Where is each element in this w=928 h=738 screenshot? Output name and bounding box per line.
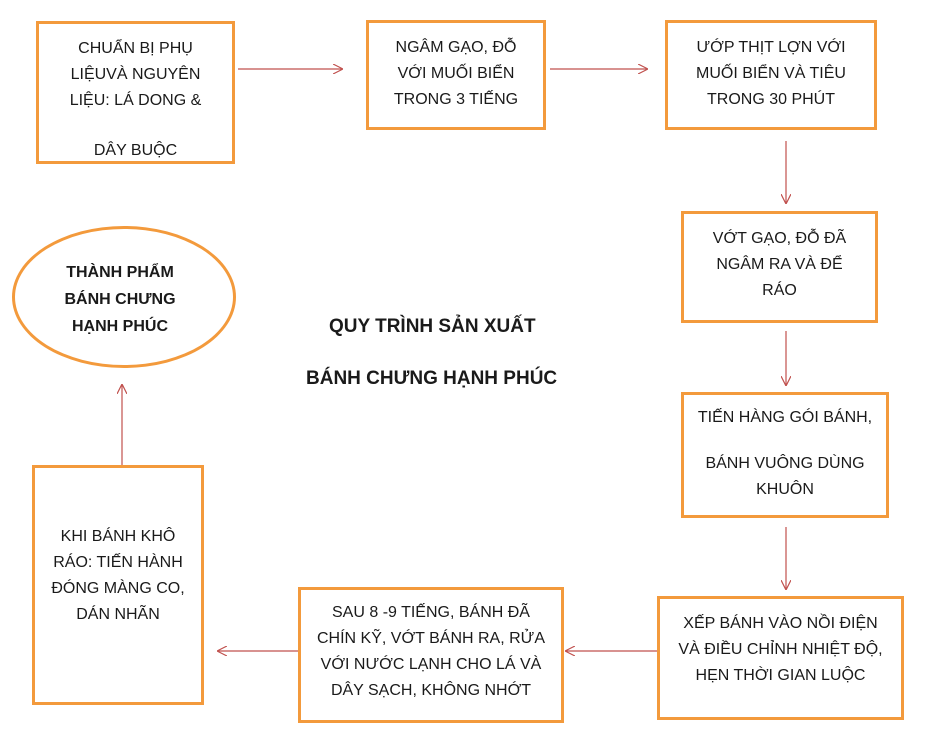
step-text: ƯỚP THỊT LỢN VỚI — [696, 39, 846, 56]
spacer — [684, 431, 886, 451]
step-boil-cake: XẾP BÁNH VÀO NỒI ĐIỆN VÀ ĐIỀU CHỈNH NHIỆ… — [657, 596, 904, 720]
step-text: DÂY SẠCH, KHÔNG NHỚT — [330, 682, 532, 699]
step-text: TRONG 3 TIẾNG — [393, 91, 519, 108]
step-text: BÁNH VUÔNG DÙNG — [705, 455, 865, 472]
step-text: XẾP BÁNH VÀO NỒI ĐIỆN — [683, 615, 878, 632]
step-text: HẸN THỜI GIAN LUỘC — [695, 667, 866, 684]
spacer — [39, 114, 232, 138]
step-text: NGÂM RA VÀ ĐỂ — [716, 256, 843, 273]
step-text: CHÍN KỸ, VỚT BÁNH RA, RỬA — [316, 630, 545, 647]
step-text: CHUẨN BỊ PHỤ — [78, 40, 193, 57]
final-text: HẠNH PHÚC — [72, 318, 168, 335]
step-text: LIỆU: LÁ DONG & — [69, 92, 202, 109]
step-text: KHUÔN — [756, 481, 814, 498]
step-rinse-cake: SAU 8 -9 TIẾNG, BÁNH ĐÃ CHÍN KỸ, VỚT BÁN… — [298, 587, 564, 723]
step-prepare: CHUẨN BỊ PHỤ LIỆUVÀ NGUYÊN LIỆU: LÁ DONG… — [36, 21, 235, 164]
step-text: LIỆUVÀ NGUYÊN — [70, 66, 201, 83]
final-text: BÁNH CHƯNG — [64, 291, 176, 308]
step-text: MUỐI BIỂN VÀ TIÊU — [696, 65, 846, 82]
step-text: TIẾN HÀNG GÓI BÁNH, — [697, 409, 873, 426]
step-text: DÁN NHÃN — [76, 606, 160, 623]
step-text: DÂY BUỘC — [93, 142, 178, 159]
step-text: RÁO: TIẾN HÀNH — [53, 554, 183, 571]
step-text: NGÂM GẠO, ĐỖ — [395, 39, 517, 56]
step-text: TRONG 30 PHÚT — [706, 91, 835, 108]
step-text: SAU 8 -9 TIẾNG, BÁNH ĐÃ — [332, 604, 530, 621]
step-text: VỚI MUỐI BIỂN — [397, 65, 515, 82]
final-product: THÀNH PHẨM BÁNH CHƯNG HẠNH PHÚC — [12, 226, 236, 368]
step-marinate-pork: ƯỚP THỊT LỢN VỚI MUỐI BIỂN VÀ TIÊU TRONG… — [665, 20, 877, 130]
step-package: KHI BÁNH KHÔ RÁO: TIẾN HÀNH ĐÓNG MÀNG CO… — [32, 465, 204, 705]
step-text: KHI BÁNH KHÔ — [60, 528, 176, 545]
step-text: VỚI NƯỚC LẠNH CHO LÁ VÀ — [320, 656, 542, 673]
diagram-title-line1: QUY TRÌNH SẢN XUẤT — [329, 316, 536, 337]
step-text: RÁO — [762, 282, 797, 299]
step-soak-rice: NGÂM GẠO, ĐỖ VỚI MUỐI BIỂN TRONG 3 TIẾNG — [366, 20, 546, 130]
step-wrap-cake: TIẾN HÀNG GÓI BÁNH, BÁNH VUÔNG DÙNG KHUÔ… — [681, 392, 889, 518]
final-text: THÀNH PHẨM — [66, 264, 174, 281]
step-text: ĐÓNG MÀNG CO, — [51, 580, 185, 597]
step-text: VÀ ĐIỀU CHỈNH NHIỆT ĐỘ, — [678, 641, 883, 658]
step-drain-rice: VỚT GẠO, ĐỖ ĐÃ NGÂM RA VÀ ĐỂ RÁO — [681, 211, 878, 323]
diagram-title-line2: BÁNH CHƯNG HẠNH PHÚC — [306, 368, 558, 389]
step-text: VỚT GẠO, ĐỖ ĐÃ — [712, 230, 847, 247]
